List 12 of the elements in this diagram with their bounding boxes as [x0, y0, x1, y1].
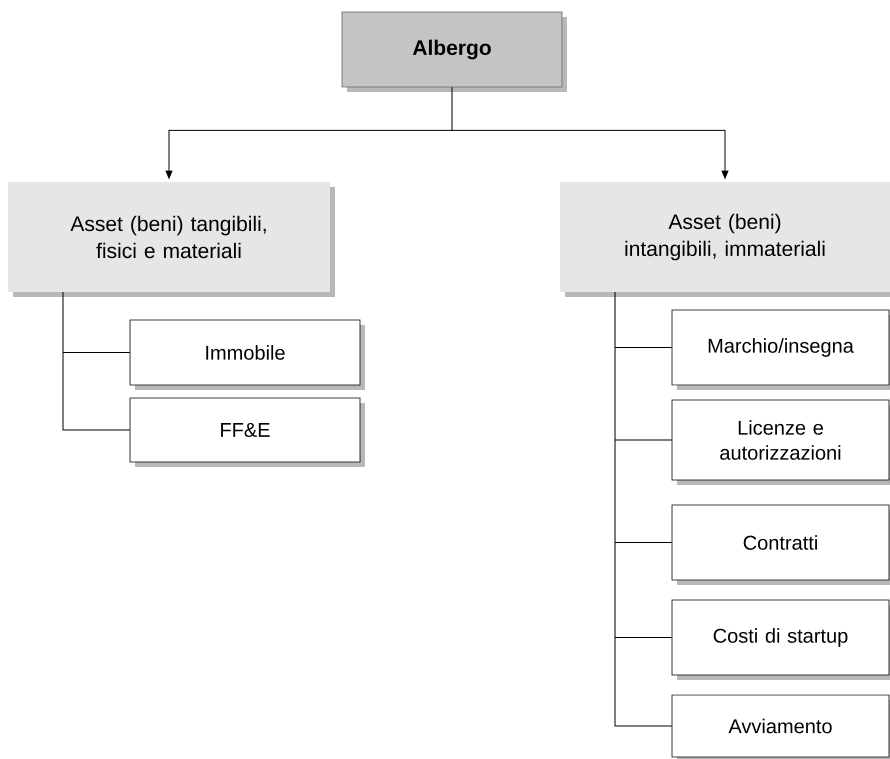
- item-box: Marchio/insegna: [672, 310, 890, 390]
- item-box: FF&E: [130, 398, 365, 467]
- connector: [62, 292, 130, 430]
- item-box: Avviamento: [672, 694, 890, 759]
- root-box: Albergo: [342, 12, 567, 92]
- category-box: Asset (beni) tangibili, fisici e materiali: [8, 182, 335, 297]
- item-box: Immobile: [130, 320, 365, 390]
- item-box: Costi di startup: [672, 600, 890, 680]
- connector: [614, 292, 672, 726]
- item-box: Licenze e autorizzazioni: [672, 400, 890, 485]
- item-box: Contratti: [672, 504, 890, 585]
- category-box: Asset (beni) intangibili, immateriali: [560, 182, 890, 297]
